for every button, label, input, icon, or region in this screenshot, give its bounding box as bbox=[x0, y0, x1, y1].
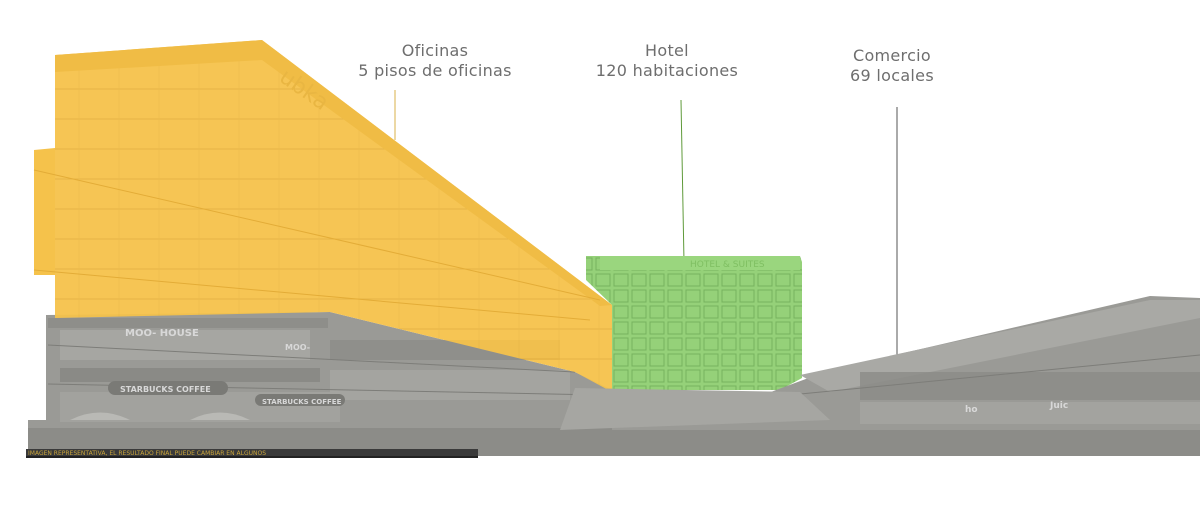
starbucks-sign-2: STARBUCKS COFFEE bbox=[262, 398, 342, 406]
comercio-label: Comercio 69 locales bbox=[792, 46, 992, 86]
shop-sign-1: ho bbox=[965, 405, 978, 415]
disclaimer-text: IMAGEN REPRESENTATIVA, EL RESULTADO FINA… bbox=[26, 449, 478, 458]
hotel-sign: HOTEL & SUITES bbox=[690, 260, 765, 270]
cafe-sign-small: MOO- bbox=[285, 343, 310, 352]
starbucks-sign-1: STARBUCKS COFFEE bbox=[120, 385, 211, 394]
hotel-title: Hotel bbox=[645, 41, 689, 60]
oficinas-subtitle: 5 pisos de oficinas bbox=[358, 61, 512, 80]
shop-sign-2: Juic bbox=[1049, 401, 1068, 411]
retail-right-wing: ho Juic bbox=[612, 296, 1200, 456]
hotel-label: Hotel 120 habitaciones bbox=[567, 41, 767, 81]
oficinas-title: Oficinas bbox=[401, 41, 469, 60]
hotel-leader-line bbox=[680, 99, 685, 263]
retail-base-left: MOO- HOUSE MOO- STARBUCKS COFFEE STARBUC… bbox=[28, 312, 612, 456]
comercio-title: Comercio bbox=[852, 46, 932, 65]
plaza-ground bbox=[560, 388, 830, 430]
comercio-subtitle: 69 locales bbox=[850, 66, 934, 85]
oficinas-label: Oficinas 5 pisos de oficinas bbox=[335, 41, 535, 81]
cafe-sign: MOO- HOUSE bbox=[125, 328, 199, 339]
hotel-subtitle: 120 habitaciones bbox=[595, 61, 739, 80]
hotel-building: HOTEL & SUITES bbox=[586, 256, 802, 390]
